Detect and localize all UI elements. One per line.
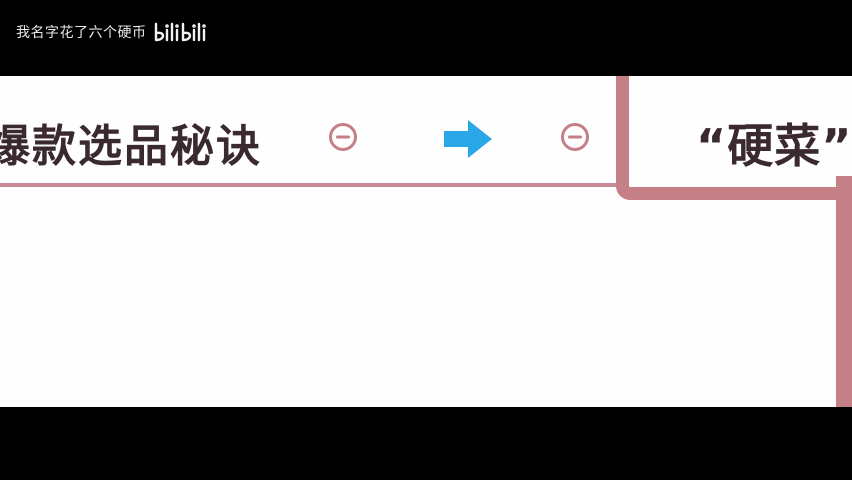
minus-circle-icon — [561, 123, 589, 151]
headline-underline — [0, 183, 640, 187]
minus-circle-icon — [329, 123, 357, 151]
highlight-text: “硬菜” — [696, 119, 852, 173]
uploader-name: 我名字花了六个硬币 — [16, 25, 147, 41]
arrow-right-icon — [444, 120, 492, 158]
headline-text: 爆款选品秘诀 — [0, 121, 262, 172]
watermark: 我名字花了六个硬币 — [16, 20, 217, 44]
slide-area: 爆款选品秘诀 “硬菜” — [0, 76, 852, 407]
bilibili-logo — [154, 22, 206, 42]
frame-side-bar — [836, 176, 852, 407]
highlight-frame — [616, 76, 852, 200]
